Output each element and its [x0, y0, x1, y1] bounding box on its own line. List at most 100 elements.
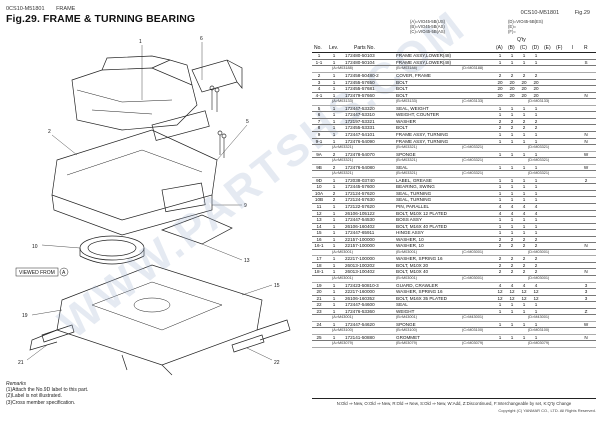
ref-no-cell: 23	[316, 308, 322, 314]
part-name-cell: BOSS ASSY	[396, 217, 423, 223]
level-cell: 2	[332, 190, 336, 196]
level-cell: 1	[332, 217, 336, 223]
callout-22: 22	[274, 360, 280, 366]
serial-note: (A>M03079)	[332, 341, 353, 346]
part-name-cell: SEAL, TURNING	[396, 190, 432, 196]
serial-note: (A>M03321)	[332, 158, 353, 163]
qty-a-cell: 1	[498, 184, 502, 190]
catalog-code-right: 0CS10-M51801	[520, 10, 560, 16]
qty-d-cell: 2	[534, 269, 538, 275]
page-header-right: 0CS10-M51801 Fig.29	[507, 10, 590, 16]
serial-note: (B>M03321)	[396, 171, 417, 176]
part-name-cell: GUARD, CRAWLER	[396, 282, 438, 288]
part-number-cell: 172476-54090	[345, 138, 375, 144]
serial-note-row: (A>M03001)(B>M03001)(C>M03001)(D>M03001)	[312, 276, 596, 283]
part-name-cell: WASHER	[396, 118, 416, 124]
serial-note: (A>M03001)	[332, 275, 353, 280]
qty-a-cell: 1	[498, 230, 502, 236]
qty-a-cell: 1	[498, 321, 502, 327]
serial-legend-line: (F)=	[508, 28, 516, 34]
level-cell: 1	[332, 334, 336, 340]
ref-no-cell: 7	[317, 118, 321, 124]
qty-c-cell: 2	[522, 125, 526, 131]
qty-c-cell: 1	[522, 112, 526, 118]
serial-note: (D>M03188)	[462, 66, 484, 71]
qty-b-cell: 1	[510, 223, 514, 229]
qty-a-cell: 1	[498, 138, 502, 144]
part-number-cell: 172447-53320	[345, 105, 375, 111]
qty-a-cell: 1	[498, 131, 502, 137]
ref-no-cell: 17	[316, 256, 322, 262]
ref-no-cell: 3	[317, 79, 321, 85]
serial-legend: (A)=VIO45-5B(US) (B)=VIO45-5B(AS) (C)=VI…	[312, 19, 596, 34]
remark-code-cell: N	[584, 138, 588, 144]
part-number-cell: 172447-54620	[345, 321, 375, 327]
qty-b-cell: 1	[510, 138, 514, 144]
ref-no-cell: 14	[316, 223, 322, 229]
serial-note-row: (A>M03188)(B>M03188)(D>M03188)	[312, 66, 596, 74]
remark-code-cell: N	[584, 334, 588, 340]
qty-b-cell: 1	[510, 112, 514, 118]
qty-d-cell: 1	[534, 138, 538, 144]
qty-d-cell: 1	[534, 302, 538, 308]
col-i: I	[572, 45, 574, 52]
level-cell: 1	[332, 262, 336, 268]
remark-code-cell: W	[583, 321, 589, 327]
remark-code-cell: S	[584, 59, 588, 65]
qty-b-cell: 2	[510, 118, 514, 124]
part-name-cell: HINGE ASSY	[396, 230, 424, 236]
catalog-code-left: 0CS10-M51801	[6, 6, 45, 12]
qty-b-cell: 1	[510, 308, 514, 314]
qty-a-cell: 1	[498, 112, 502, 118]
ref-no-cell: 4	[317, 86, 321, 92]
qty-c-cell: 2	[522, 236, 526, 242]
col-c: (C)	[520, 45, 527, 52]
qty-b-cell: 1	[510, 334, 514, 340]
ref-no-cell: 22	[316, 302, 322, 308]
qty-b-cell: 1	[510, 177, 514, 183]
col-a: (A)	[496, 45, 503, 52]
part-number-cell: 22217-100000	[345, 256, 375, 262]
qty-c-cell: 1	[522, 53, 526, 59]
copyright-notice: Copyright (C) YANMAR CO., LTD. All Right…	[498, 408, 596, 413]
ref-no-cell: 1	[317, 53, 321, 59]
serial-note-row: (A>M43001)(B>M43001)(C>M43001)(D>M43001)	[312, 315, 596, 322]
part-number-cell: 172447-53310	[345, 112, 375, 118]
qty-b-cell: 2	[510, 269, 514, 275]
